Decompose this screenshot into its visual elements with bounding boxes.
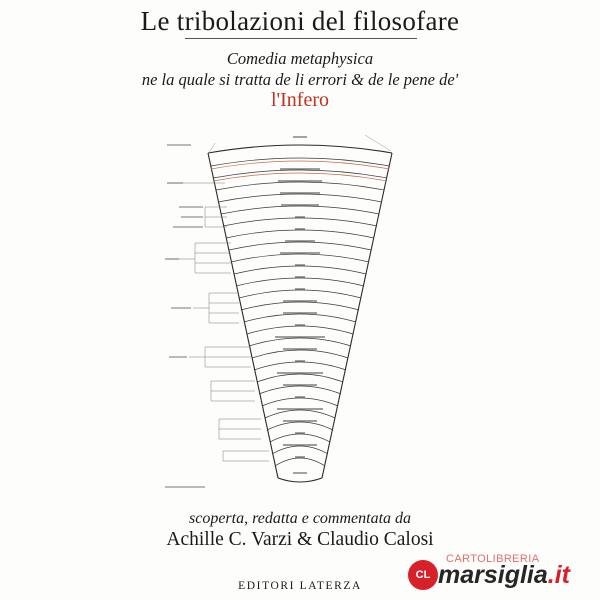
subtitle-line-1: Comedia metaphysica: [226, 49, 374, 68]
watermark: CL CARTOLIBRERIA marsiglia.it: [408, 552, 598, 600]
inferno-right-ticks: [208, 134, 392, 154]
funnel-right-edge: [321, 152, 393, 479]
inferno-side-label-bars: [165, 144, 205, 488]
watermark-main-text: marsiglia.it: [438, 561, 570, 590]
inferno-micro-labels: [275, 136, 325, 474]
book-title: Le tribolazioni del filosofare: [140, 6, 460, 36]
watermark-logo-icon: CL: [408, 560, 438, 590]
subtitle-line-2: ne la quale si tratta de li errori & de …: [141, 70, 459, 89]
watermark-main-suffix: .it: [547, 561, 570, 589]
inferno-left-branches: [179, 182, 269, 462]
funnel-top-arc: [207, 144, 393, 154]
title-rule: [185, 38, 417, 39]
watermark-small-text: CARTOLIBRERIA: [446, 553, 540, 565]
inferno-circle-bands: [210, 157, 390, 467]
inferno-band-accents: [210, 160, 390, 182]
watermark-main-name: marsiglia: [438, 561, 548, 589]
inferno-diagram: [165, 134, 393, 488]
publisher: EDITORI LATERZA: [238, 580, 362, 592]
funnel-bottom-arc: [277, 477, 323, 483]
authors: Achille C. Varzi & Claudio Calosi: [166, 529, 434, 550]
byline: scoperta, redatta e commentata da: [188, 510, 412, 527]
subtitle-highlight: l'Infero: [270, 89, 330, 111]
